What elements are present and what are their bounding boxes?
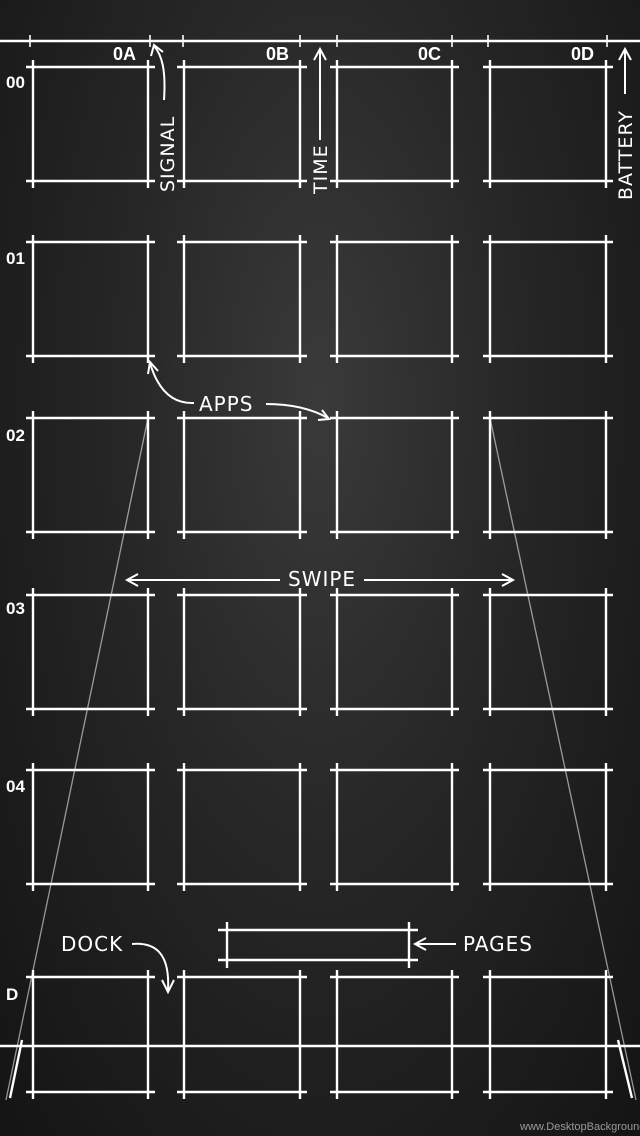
page-indicator-box [218,922,418,968]
battery-annotation: BATTERY [615,110,637,200]
column-label-0b: 0B [266,44,289,64]
dock-area [26,970,613,1099]
app-icon-slot [330,235,459,363]
app-icon-slot [26,235,155,363]
app-icon-slot [177,60,307,188]
app-icon-slot [26,60,155,188]
app-icon-slot [26,763,155,891]
dock-arrow [131,942,175,995]
row-label-01: 01 [6,249,25,268]
column-label-0d: 0D [571,44,594,64]
swipe-arrow [124,573,516,587]
row-label-02: 02 [6,426,25,445]
app-icon-grid [26,60,613,891]
watermark-text: www.DesktopBackground.org [519,1121,640,1133]
column-label-0c: 0C [418,44,441,64]
app-icon-slot [177,411,307,539]
column-label-0a: 0A [113,44,136,64]
apps-arrows [147,359,331,421]
dock-icon-slot [26,970,155,1099]
app-icon-slot [177,763,307,891]
dock-edge-left [8,1039,24,1099]
pages-annotation: PAGES [463,932,533,956]
swipe-annotation: SWIPE [288,567,356,591]
perspective-line-left [5,417,149,1101]
app-icon-slot [26,588,155,716]
time-annotation: TIME [310,144,332,195]
dock-edge-right [616,1039,634,1099]
app-icon-slot [330,60,459,188]
row-label-dock: D [6,985,18,1004]
dock-annotation: DOCK [61,932,123,956]
row-label-03: 03 [6,599,25,618]
dock-icon-slot [483,970,613,1099]
apps-annotation: APPS [199,392,254,416]
app-icon-slot [483,588,613,716]
app-icon-slot [330,588,459,716]
app-icon-slot [177,588,307,716]
pages-arrow [412,937,456,951]
app-icon-slot [483,763,613,891]
signal-arrow [150,43,166,101]
app-icon-slot [483,235,613,363]
row-label-04: 04 [6,777,25,796]
time-arrow [313,46,327,140]
app-icon-slot [26,411,155,539]
row-label-00: 00 [6,73,25,92]
app-icon-slot [330,411,459,539]
dock-icon-slot [177,970,307,1099]
signal-annotation: SIGNAL [157,116,179,192]
app-icon-slot [483,411,613,539]
app-icon-slot [330,763,459,891]
dock-icon-slot [330,970,459,1099]
app-icon-slot [177,235,307,363]
app-icon-slot [483,60,613,188]
battery-arrow [618,46,632,94]
perspective-line-right [489,417,637,1101]
